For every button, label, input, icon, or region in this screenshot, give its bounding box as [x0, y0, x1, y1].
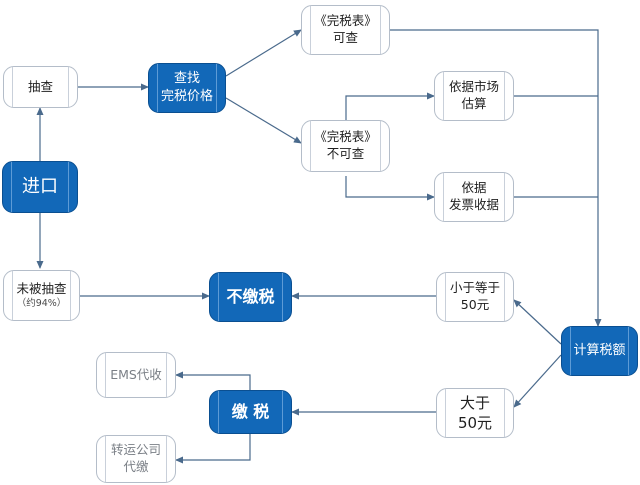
node-market-line2: 估算: [461, 96, 487, 111]
node-calc-tax: 计算税额: [561, 326, 638, 376]
node-tax-table-unfindable: 《完税表》 不可查: [301, 120, 390, 172]
edge-calc-to-le50: [513, 299, 562, 345]
node-gt-50: 大于 50元: [436, 388, 514, 438]
node-import-label: 进口: [22, 175, 58, 197]
node-gt-50-line1: 大于: [459, 393, 490, 412]
node-le-50: 小于等于 50元: [436, 272, 514, 322]
node-lookup-line1: 查找: [173, 71, 200, 87]
node-not-checked-line2: （约94%）: [16, 297, 67, 309]
node-invoice-line1: 依据: [461, 180, 487, 196]
edge-paytax-to-ems: [175, 371, 251, 390]
node-no-tax-label: 不缴税: [226, 287, 275, 307]
node-findable-line2: 可查: [332, 30, 358, 45]
edge-calc-to-gt50: [513, 354, 562, 408]
node-gt-50-line2: 50元: [457, 414, 493, 432]
node-tax-table-findable: 《完税表》 可查: [301, 5, 390, 55]
node-check: 抽查: [3, 66, 78, 108]
node-unfindable-line1: 《完税表》: [314, 129, 377, 145]
node-unfindable-line2: 不可查: [326, 146, 365, 161]
node-not-checked: 未被抽查 （约94%）: [3, 270, 80, 321]
edge-lookup-to-findable: [225, 29, 302, 77]
node-invoice-basis: 依据 发票收据: [434, 172, 514, 222]
node-ems: EMS代收: [96, 352, 176, 398]
node-not-checked-line1: 未被抽查: [16, 280, 67, 296]
edge-lookup-to-unfindable: [225, 97, 302, 144]
node-import: 进口: [2, 161, 78, 213]
node-pay-tax: 缴 税: [209, 390, 292, 434]
node-le-50-line1: 小于等于: [449, 280, 500, 296]
edge-unfindable-branch-invoice: [345, 176, 435, 201]
node-forwarder-line2: 代缴: [123, 459, 149, 474]
node-market-estimate: 依据市场 估算: [434, 71, 514, 121]
node-no-tax: 不缴税: [209, 272, 292, 322]
node-forwarder: 转运公司 代缴: [96, 435, 176, 483]
edge-paytax-to-forwarder: [175, 434, 251, 464]
node-calc-tax-label: 计算税额: [573, 343, 626, 359]
node-check-label: 抽查: [27, 78, 53, 94]
node-findable-line1: 《完税表》: [314, 13, 377, 29]
edge-findable-to-calc: [390, 29, 602, 327]
node-le-50-line2: 50元: [460, 297, 490, 312]
node-forwarder-line1: 转运公司: [110, 442, 161, 458]
node-invoice-line2: 发票收据: [448, 197, 499, 212]
node-lookup-price: 查找 完税价格: [148, 63, 226, 113]
node-market-line1: 依据市场: [448, 79, 499, 95]
node-ems-label: EMS代收: [110, 366, 162, 382]
edge-unfindable-branch-market: [345, 92, 435, 124]
node-lookup-line2: 完税价格: [160, 89, 213, 104]
node-pay-tax-label: 缴 税: [231, 402, 270, 422]
